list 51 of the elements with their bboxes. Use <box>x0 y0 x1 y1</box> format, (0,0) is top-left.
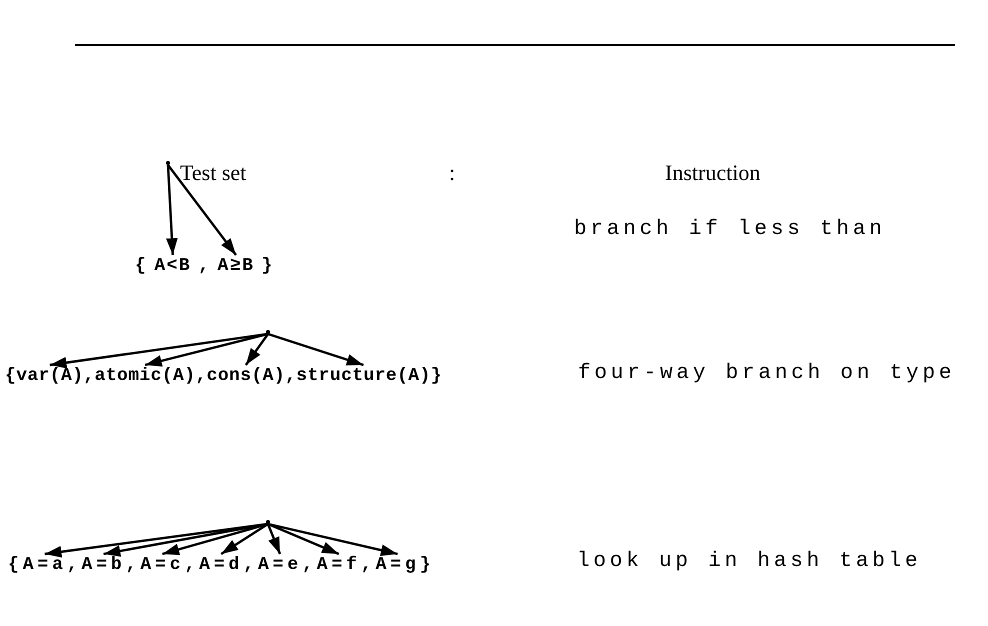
arrow <box>103 522 268 557</box>
set-separator: , <box>197 256 212 276</box>
arrow <box>162 522 268 556</box>
set-separator: , <box>195 366 207 386</box>
arrow <box>266 524 282 554</box>
set-separator: , <box>66 555 82 575</box>
test-condition: A=d <box>199 555 244 575</box>
test-condition: A=b <box>82 555 126 575</box>
arrow <box>144 332 268 367</box>
test-condition: atomic(A) <box>94 366 196 386</box>
branch-point <box>166 161 170 165</box>
arrow <box>268 522 340 556</box>
set-brace: } <box>430 366 442 386</box>
test-condition: var(A) <box>16 366 84 386</box>
arrow <box>220 523 269 555</box>
set-brace: { <box>5 366 16 386</box>
test-condition: cons(A) <box>206 366 286 386</box>
set-separator: , <box>243 555 258 575</box>
set-separator: , <box>285 366 296 386</box>
set-brace: } <box>260 256 275 276</box>
arrow <box>244 333 269 366</box>
set-brace: { <box>134 256 148 276</box>
set-separator: , <box>83 366 95 386</box>
test-condition: A=f <box>316 555 361 575</box>
arrow <box>167 164 237 256</box>
branch-point <box>266 520 270 524</box>
column-header: Test set <box>180 160 246 186</box>
set-brace: { <box>8 555 23 575</box>
test-condition: A=g <box>376 555 420 575</box>
set-separator: , <box>302 555 317 575</box>
arrow <box>44 522 268 558</box>
set-separator: , <box>126 555 140 575</box>
test-condition: A≥B <box>218 256 254 276</box>
test-condition: A=a <box>22 555 67 575</box>
test-condition: structure(A) <box>296 366 431 386</box>
arrow <box>50 332 268 368</box>
instruction-text: four-way branch on type <box>578 362 956 385</box>
branch-point <box>266 330 270 334</box>
arrow <box>268 332 364 366</box>
test-condition: A=e <box>258 555 302 575</box>
test-condition: A=c <box>140 555 184 575</box>
instruction-text: look up in hash table <box>577 550 922 573</box>
set-brace: } <box>420 555 434 575</box>
set-separator: , <box>360 555 376 575</box>
column-header: Instruction <box>665 160 760 186</box>
arrow <box>268 522 398 556</box>
arrow <box>166 164 178 256</box>
test-condition: A<B <box>154 256 192 276</box>
instruction-text: branch if less than <box>574 218 886 241</box>
separator-colon: : <box>449 160 456 186</box>
set-separator: , <box>184 555 200 575</box>
